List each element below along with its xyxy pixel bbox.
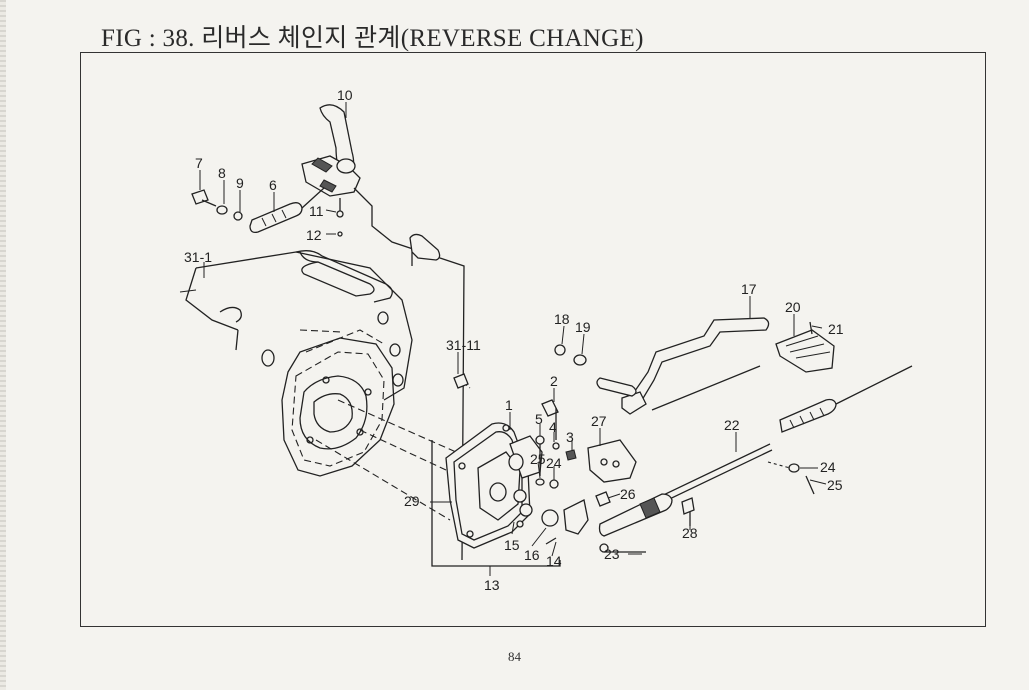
callout-9: 9 bbox=[236, 175, 244, 191]
small-fasteners bbox=[453, 373, 589, 545]
callout-27: 27 bbox=[591, 413, 607, 429]
scan-edge bbox=[0, 0, 6, 690]
callout-17: 17 bbox=[741, 281, 757, 297]
callout-11: 11 bbox=[309, 203, 324, 219]
callout-31-1: 31-1 bbox=[184, 249, 212, 265]
callout-5: 5 bbox=[535, 411, 543, 427]
transmission-housing bbox=[179, 250, 413, 477]
callout-26: 26 bbox=[620, 486, 636, 502]
callout-3: 3 bbox=[566, 429, 574, 445]
reverse-rod-and-pedal bbox=[554, 317, 835, 415]
callout-2: 2 bbox=[550, 373, 558, 389]
callout-28: 28 bbox=[682, 525, 698, 541]
callout-labels: 10 7 8 9 6 11 12 31-1 31-11 18 19 17 20 … bbox=[184, 87, 844, 593]
callout-31-11: 31-11 bbox=[446, 337, 481, 353]
callout-13: 13 bbox=[484, 577, 500, 593]
diagram-frame bbox=[80, 52, 986, 627]
callout-7: 7 bbox=[195, 155, 203, 171]
shift-shaft-parts bbox=[191, 187, 344, 237]
leader-lines bbox=[199, 102, 827, 576]
reverse-change-cover bbox=[431, 422, 561, 567]
callout-25-upper: 25 bbox=[530, 451, 546, 467]
callout-15: 15 bbox=[504, 537, 520, 553]
callout-23: 23 bbox=[604, 546, 620, 562]
reverse-cable bbox=[587, 365, 913, 553]
callout-29: 29 bbox=[404, 493, 420, 509]
callout-1: 1 bbox=[505, 397, 513, 413]
callout-10: 10 bbox=[337, 87, 353, 103]
callout-24-lower: 24 bbox=[820, 459, 836, 475]
callout-21: 21 bbox=[828, 321, 844, 337]
callout-22: 22 bbox=[724, 417, 740, 433]
callout-8: 8 bbox=[218, 165, 226, 181]
reverse-shift-lever bbox=[301, 104, 441, 259]
callout-6: 6 bbox=[269, 177, 277, 193]
callout-20: 20 bbox=[785, 299, 801, 315]
callout-18: 18 bbox=[554, 311, 570, 327]
callout-19: 19 bbox=[575, 319, 591, 335]
page-number: 84 bbox=[508, 649, 521, 664]
figure-title: FIG : 38. 리버스 체인지 관계(REVERSE CHANGE) bbox=[101, 25, 644, 52]
callout-4: 4 bbox=[549, 419, 557, 435]
callout-12: 12 bbox=[306, 227, 322, 243]
callout-14: 14 bbox=[546, 553, 562, 569]
callout-16: 16 bbox=[524, 547, 540, 563]
callout-25-lower: 25 bbox=[827, 477, 843, 493]
callout-24-upper: 24 bbox=[546, 455, 562, 471]
